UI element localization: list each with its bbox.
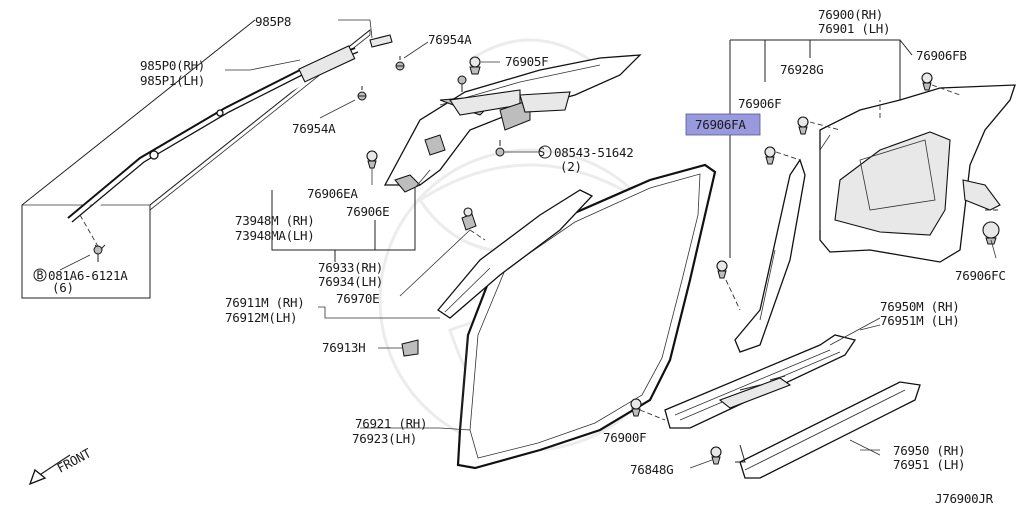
diagram-id: J76900JR	[935, 491, 994, 506]
label-985P1[interactable]: 985P1(LH)	[140, 73, 205, 88]
highlight-box-76906FA[interactable]	[685, 113, 761, 136]
label-76901[interactable]: 76901 (LH)	[818, 21, 891, 36]
label-76951[interactable]: 76951 (LH)	[893, 457, 966, 472]
clip-76905F	[469, 56, 500, 75]
label-front: FRONT	[54, 445, 94, 476]
label-76954A-bottom[interactable]: 76954A	[292, 121, 336, 136]
label-081A6[interactable]: 081A6-6121A	[48, 268, 129, 283]
label-76906FB[interactable]: 76906FB	[916, 48, 967, 63]
clip-76928G	[797, 116, 841, 135]
clip-76905F-lower	[457, 75, 467, 92]
label-08543-circle: S	[538, 145, 545, 159]
label-76900[interactable]: 76900(RH)	[818, 7, 883, 22]
weatherstrip-76921	[456, 163, 717, 470]
label-76928G[interactable]: 76928G	[780, 62, 824, 77]
label-76906F[interactable]: 76906F	[738, 96, 782, 111]
circle-081A6	[33, 268, 47, 282]
clip-76906FB	[921, 72, 961, 96]
label-76921[interactable]: 76921 (RH)	[355, 416, 428, 431]
label-76906FC[interactable]: 76906FC	[955, 268, 1006, 283]
label-76905F[interactable]: 76905F	[505, 54, 549, 69]
clip-985P8	[338, 19, 393, 48]
finisher-76900	[729, 39, 1016, 353]
label-081A6-circle: B	[37, 268, 44, 282]
bolt-76954A-bottom	[319, 86, 367, 119]
clip-76848G	[689, 446, 722, 469]
screw-08543	[495, 140, 552, 159]
pillar-garnish-76933	[383, 54, 642, 193]
clip-76913H	[378, 339, 419, 357]
label-76906FA[interactable]: 76906FA	[695, 117, 747, 132]
label-76951M[interactable]: 76951M (LH)	[880, 313, 960, 328]
leader-bracket-76933	[271, 169, 431, 262]
part-labels: 985P8 985P0(RH) 985P1(LH) 76954A 76905F …	[33, 7, 1006, 506]
clip-76906FA-lower	[716, 260, 741, 311]
clip-76900F	[630, 398, 666, 421]
label-985P8[interactable]: 985P8	[255, 14, 291, 29]
label-76906E[interactable]: 76906E	[346, 204, 390, 219]
kicking-plate-76950M	[664, 317, 881, 429]
label-73948M[interactable]: 73948M (RH)	[235, 213, 315, 228]
clip-76970E	[399, 207, 486, 297]
label-985P0[interactable]: 985P0(RH)	[140, 58, 205, 73]
clip-76906EA	[366, 150, 378, 185]
label-76934[interactable]: 76934(LH)	[318, 274, 383, 289]
trim-76911M	[437, 189, 594, 319]
label-76848G[interactable]: 76848G	[630, 462, 674, 477]
label-76950M[interactable]: 76950M (RH)	[880, 299, 960, 314]
label-76912M[interactable]: 76912M(LH)	[225, 310, 298, 325]
label-76970E[interactable]: 76970E	[336, 291, 380, 306]
sill-trim-76950	[735, 381, 921, 479]
bolt-76954A-top	[395, 41, 429, 71]
label-73948MA[interactable]: 73948MA(LH)	[235, 228, 315, 243]
front-arrow-icon	[28, 454, 71, 486]
label-76900F[interactable]: 76900F	[603, 430, 647, 445]
leader-76911M	[318, 306, 440, 319]
label-76933[interactable]: 76933(RH)	[318, 260, 383, 275]
label-76950[interactable]: 76950 (RH)	[893, 443, 966, 458]
label-081A6-qty: (6)	[52, 280, 74, 295]
label-76923[interactable]: 76923(LH)	[352, 431, 417, 446]
label-08543[interactable]: 08543-51642	[554, 145, 634, 160]
label-76906EA[interactable]: 76906EA	[307, 186, 359, 201]
label-08543-qty: (2)	[560, 159, 582, 174]
label-76954A-top[interactable]: 76954A	[428, 32, 472, 47]
curtain-airbag-group	[21, 19, 371, 299]
label-76913H[interactable]: 76913H	[322, 340, 366, 355]
label-76911M[interactable]: 76911M (RH)	[225, 295, 305, 310]
clip-76906F	[764, 146, 801, 165]
